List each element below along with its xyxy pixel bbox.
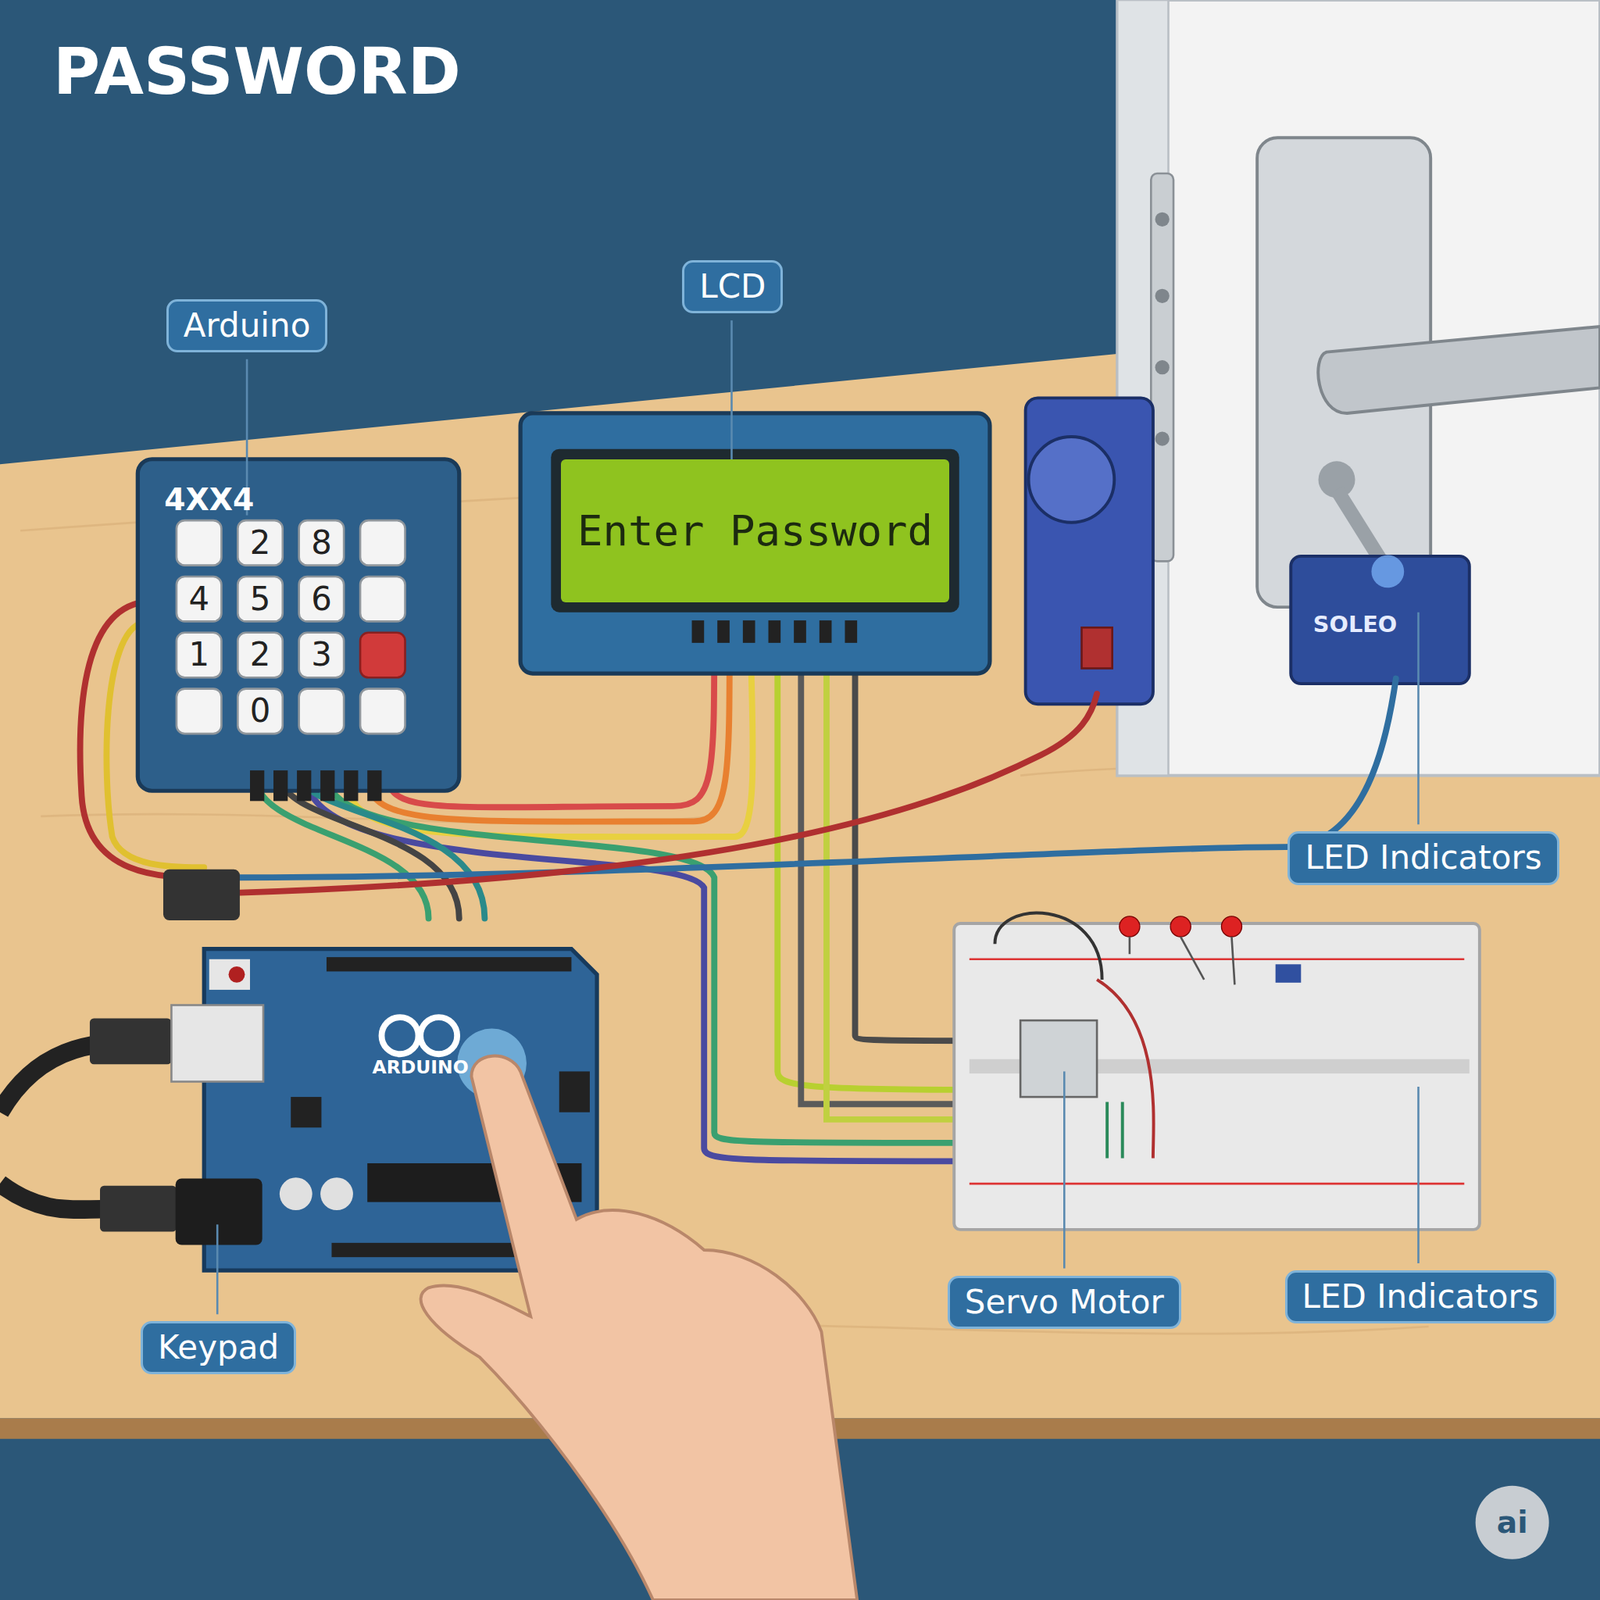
key-digit: 4 — [188, 580, 210, 618]
callout-label: Keypad — [140, 1321, 297, 1375]
solenoid-glow — [1371, 555, 1404, 589]
keypad — [137, 459, 459, 802]
cables — [0, 1005, 264, 1246]
key-digit: 3 — [310, 635, 333, 674]
strike-holes — [1155, 212, 1170, 447]
door-handle — [1317, 326, 1600, 414]
connector — [163, 869, 240, 921]
watermark-badge — [1475, 1485, 1550, 1560]
door — [1117, 0, 1600, 776]
board-logo: ARDUINO — [371, 1057, 468, 1079]
title: PASSWORD — [53, 34, 461, 109]
lcd-screen: Enter Password — [560, 459, 949, 603]
key-digit: 8 — [310, 524, 333, 562]
key-digit: 6 — [310, 580, 333, 618]
callout-text: LCD — [699, 268, 766, 305]
servo — [1025, 397, 1154, 704]
keypad-model: 4XX4 — [164, 482, 254, 518]
callout-label: LED Indicators — [1287, 831, 1559, 885]
leader-lines — [217, 320, 1418, 1315]
watermark: ai — [1496, 1504, 1529, 1540]
solenoid-label: SOLEO — [1313, 611, 1397, 638]
hand — [421, 1056, 858, 1600]
key-digit: 2 — [250, 524, 272, 562]
breadboard — [953, 913, 1480, 1230]
callout-text: Keypad — [157, 1329, 279, 1366]
callout-label: Servo Motor — [947, 1275, 1182, 1329]
key-digit: 2 — [250, 635, 272, 674]
callout-text: Arduino — [183, 307, 311, 344]
lcd-module — [520, 413, 990, 674]
lcd-text: Enter Password — [577, 506, 933, 556]
callout-text: LED Indicators — [1302, 1278, 1540, 1315]
key-digit: 0 — [250, 692, 272, 730]
callout-label: LED Indicators — [1285, 1270, 1557, 1324]
callout-label: LCD — [682, 260, 783, 314]
callout-label: Arduino — [166, 299, 329, 353]
callout-text: LED Indicators — [1304, 839, 1542, 876]
callout-text: Servo Motor — [964, 1284, 1165, 1321]
key-digit: 5 — [250, 580, 272, 618]
key-digit: 1 — [188, 635, 210, 674]
